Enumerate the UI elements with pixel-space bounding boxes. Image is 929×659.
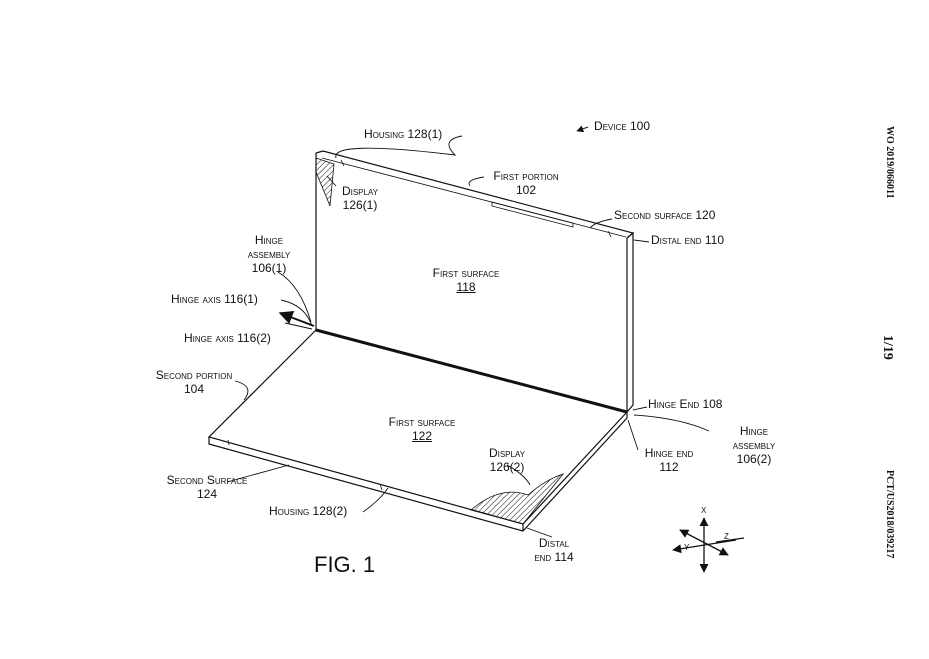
label-second-surface-124: Second Surface 124 [166,473,248,501]
label-hinge-axis-2: Hinge axis 116(2) [184,331,271,345]
sheet-number: 1/19 [880,335,895,360]
label-hinge-assembly-1: Hinge assembly 106(1) [247,233,291,275]
axis-y-label: y [684,541,690,553]
label-second-surface-120: Second surface 120 [614,208,716,222]
second-portion-panel [207,329,628,532]
label-first-portion: First portion 102 [493,169,559,197]
publication-number: WO 2019/066011 [884,126,895,199]
figure-label: FIG. 1 [314,552,376,577]
label-first-surface-118: First surface 118 [432,266,500,294]
device-arrow [576,125,589,133]
label-second-portion: Second portion 104 [155,368,233,396]
axis-z-label: z [724,530,729,542]
display-126-2-hatch [470,473,565,525]
hinge-seam [315,328,628,414]
label-display-2: Display 126(2) [488,446,526,474]
application-number: PCT/US2018/039217 [884,470,895,559]
label-hinge-end-108: Hinge End 108 [648,397,723,411]
label-device: Device 100 [594,119,651,133]
label-first-surface-122: First surface 122 [388,415,456,443]
label-housing-1: Housing 128(1) [364,127,443,141]
label-distal-end-114: Distal end 114 [534,536,574,564]
label-housing-2: Housing 128(2) [269,504,348,518]
label-distal-end-110: Distal end 110 [651,233,724,247]
hinge-axis-arrow [278,310,315,327]
label-hinge-end-112: Hinge end 112 [644,446,694,474]
label-display-1: Display 126(1) [341,184,379,212]
display-126-1-hatch [315,157,335,207]
label-hinge-assembly-2: Hinge assembly 106(2) [732,424,776,466]
axis-x-label: x [701,504,707,516]
axes-glyph [672,517,745,573]
label-hinge-axis-1: Hinge axis 116(1) [171,292,258,306]
